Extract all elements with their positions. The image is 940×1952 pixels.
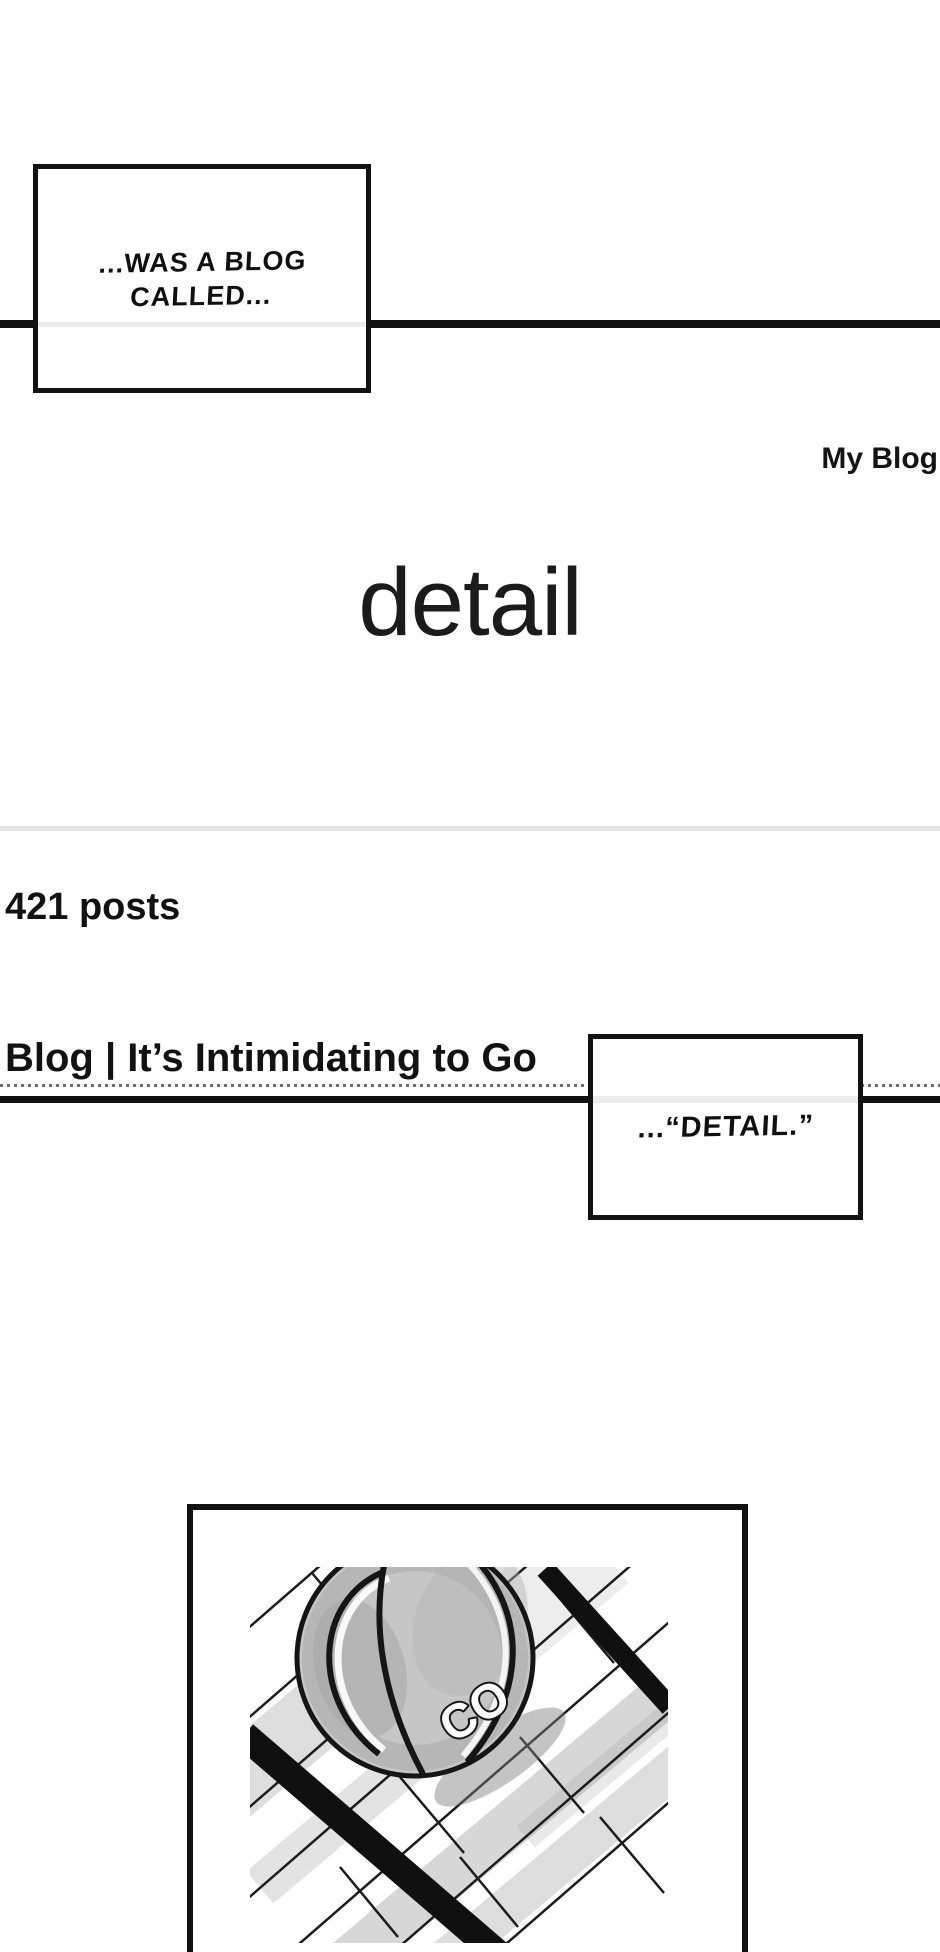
caption-bottom-text: ...“DETAIL.”: [636, 1109, 815, 1145]
diagonal-bar-upper: [537, 1567, 668, 1714]
blog-brand-link[interactable]: My Blog: [821, 442, 938, 475]
post-image-frame: CO: [187, 1504, 748, 1952]
caption-box-top: ...WAS A BLOG CALLED...: [33, 164, 371, 393]
caption-top-text: ...WAS A BLOG CALLED...: [96, 243, 307, 315]
ghost-line-through-box: [38, 322, 366, 327]
blog-title-heading: detail: [358, 549, 583, 656]
ghost-line-through-box: [593, 1096, 858, 1103]
caption-box-bottom: ...“DETAIL.”: [588, 1034, 863, 1220]
diagonal-bar-lower: [250, 1724, 507, 1943]
caption-top-line1: ...WAS A BLOG: [98, 244, 308, 279]
caption-top-line2: CALLED...: [129, 279, 273, 312]
post-list-item-title[interactable]: Blog | It’s Intimidating to Go: [5, 1036, 537, 1080]
panel-rule-top: [0, 320, 940, 328]
light-separator-line: [0, 826, 940, 831]
dotted-separator-line: [0, 1084, 940, 1087]
basketball: CO: [294, 1567, 566, 1807]
basketball-court-sketch: CO: [250, 1567, 668, 1943]
post-count-label: 421 posts: [5, 886, 181, 928]
panel-rule-bottom: [0, 1096, 940, 1103]
